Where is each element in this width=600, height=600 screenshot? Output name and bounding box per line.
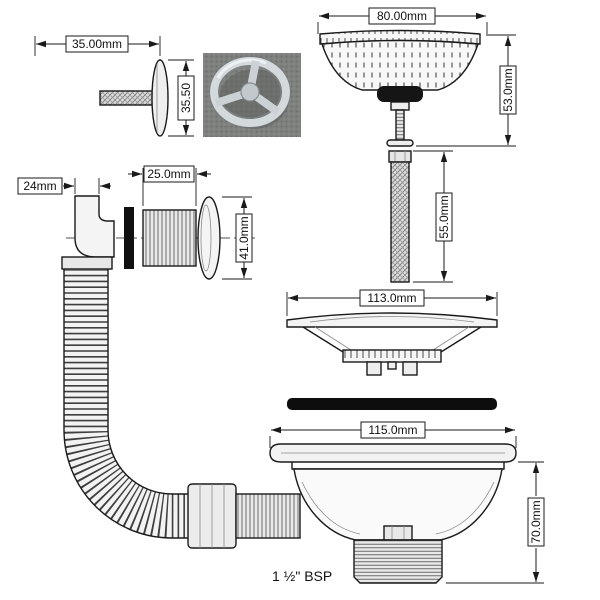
basket-knob [377,86,423,102]
basket-bowl [321,39,479,91]
dim-plug-length: 35.00mm [34,35,161,56]
plug-face [151,59,169,137]
hose-tail-thread [235,493,301,539]
dim-basket-height: 53.0mm [416,34,517,147]
basket-stem [395,109,405,141]
screw-head [388,150,412,163]
dim-flange-diameter: 113.0mm [286,289,498,316]
flange-center-lug [387,361,397,370]
dim-plug-diameter: 35.50 [168,59,195,137]
screw-shaft [390,161,410,283]
dim-screw-length: 55.0mm [413,150,453,283]
dim-overflow-flange-label: 41.0mm [237,216,251,259]
plug-shaft [99,90,158,106]
overflow-gasket [124,207,134,269]
overflow-elbow [61,195,115,270]
dim-overflow-elbow-diameter: 24mm [17,177,111,195]
wheel-photo [203,53,301,137]
body-bsp-thread [353,539,443,584]
overflow-thread-tube [142,209,197,267]
flexible-hose [63,269,188,539]
flange-top-plate [286,312,498,328]
dim-basket-height-label: 53.0mm [501,68,515,111]
dim-body-diameter-label: 115.0mm [368,423,417,437]
dim-screw-length-label: 55.0mm [437,195,451,238]
sink-flange [286,312,498,376]
dim-overflow-thread-diameter: 25.0mm [128,165,211,206]
dim-body-height-label: 70.0mm [529,500,543,543]
basket-collar [390,101,410,111]
retaining-screw [388,150,412,283]
flange-tab [402,361,418,376]
basket-stem-foot [386,139,414,147]
strainer-basket [319,29,481,147]
overflow-flange [197,196,221,280]
flange-skirt [342,349,442,363]
body-outlet-detail [383,525,413,541]
dim-basket-diameter: 80.00mm [317,7,488,34]
dim-plug-diameter-label: 35.50 [179,83,193,113]
dim-overflow-thread-label: 25.0mm [147,167,190,181]
rubber-gasket [287,398,497,410]
dim-flange-diameter-label: 113.0mm [367,291,416,305]
dim-body-diameter: 115.0mm [269,421,517,448]
dim-plug-length-label: 35.00mm [72,37,122,51]
dim-body-height: 70.0mm [446,461,545,584]
bsp-thread-label: 1 ½" BSP [272,568,332,584]
plug-side-view [99,59,169,137]
elbow-hose-collar [61,256,113,270]
dim-overflow-elbow-label: 24mm [23,179,56,193]
wheel-highlight [216,58,267,79]
dim-overflow-flange-diameter: 41.0mm [222,196,253,280]
hose-connection [187,483,301,549]
hose-body [64,269,188,538]
flange-tab [366,361,382,376]
elbow-body [74,195,115,258]
wheel-hub [240,82,260,102]
overflow-flange-disc [197,196,221,280]
dim-basket-diameter-label: 80.00mm [377,9,427,23]
waste-body [269,443,517,584]
